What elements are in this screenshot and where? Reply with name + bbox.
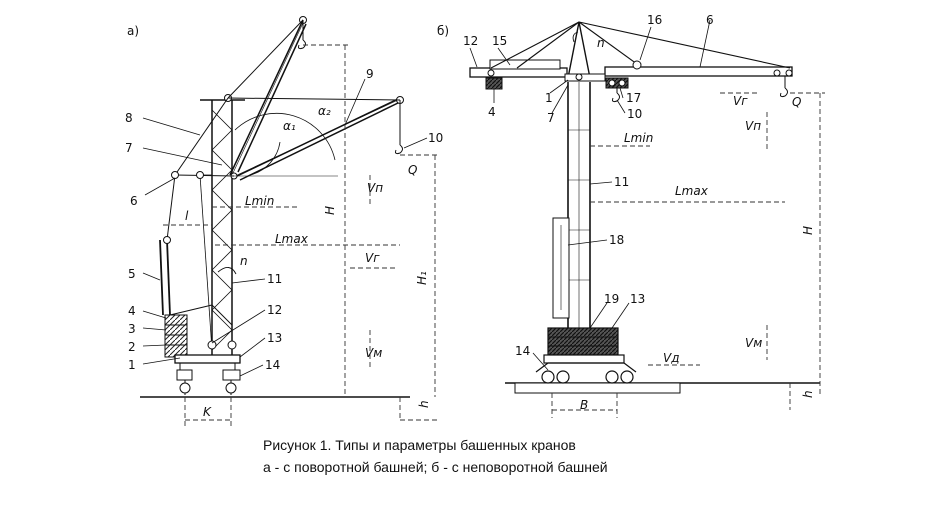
rotation-arrow-a xyxy=(217,267,237,275)
callout-a-14: 14 xyxy=(265,358,280,372)
dim-a-lmax: Lmax xyxy=(275,232,309,246)
dim-b-lmax: Lmax xyxy=(675,184,709,198)
angle-a-alpha1: α₁ xyxy=(283,119,296,133)
callout-a-10: 10 xyxy=(428,131,443,145)
dim-a-l: l xyxy=(185,209,189,223)
jib-b xyxy=(604,66,793,77)
angle-arc-a1 xyxy=(249,141,281,176)
hook-a-steep xyxy=(298,20,306,50)
counterweight-a xyxy=(164,314,188,358)
callout-a-13: 13 xyxy=(267,331,282,345)
undercarriage-b xyxy=(535,362,637,384)
callout-leaders-a xyxy=(142,78,428,377)
callout-b-17: 17 xyxy=(626,91,641,105)
hook-b-far xyxy=(780,76,788,98)
dim-a-H1: H₁ xyxy=(415,271,429,285)
callout-b-4: 4 xyxy=(488,105,496,119)
speed-b-Vm: Vм xyxy=(745,336,762,350)
callout-b-11: 11 xyxy=(614,175,629,189)
dim-a-h: h xyxy=(417,400,431,408)
rotation-a-n: n xyxy=(240,254,248,268)
angle-a-alpha2: α₂ xyxy=(318,104,331,118)
rotation-arrow-b xyxy=(572,31,579,43)
callout-b-6: 6 xyxy=(706,13,714,27)
load-a-Q: Q xyxy=(408,163,417,177)
boom-steep-a xyxy=(229,19,307,176)
load-b-Q: Q xyxy=(792,95,801,109)
pendants-b xyxy=(490,21,791,70)
dim-a-K: K xyxy=(203,405,212,419)
callout-leaders-b xyxy=(469,19,711,371)
crane-a-rotating-tower: а) xyxy=(125,16,443,428)
callout-a-12: 12 xyxy=(267,303,282,317)
callout-a-9: 9 xyxy=(366,67,374,81)
dim-a-H: H xyxy=(323,206,337,215)
callout-b-10: 10 xyxy=(627,107,642,121)
callout-a-8: 8 xyxy=(125,111,133,125)
dim-b-H: H xyxy=(801,226,815,235)
callout-a-6: 6 xyxy=(130,194,138,208)
boom-lowered-a xyxy=(232,97,401,181)
callout-b-14: 14 xyxy=(515,344,530,358)
hook-a-low xyxy=(395,100,403,155)
rail-base-b xyxy=(514,382,681,394)
callout-a-4: 4 xyxy=(128,304,136,318)
dim-a-lmin: Lmin xyxy=(245,194,274,208)
callout-a-5: 5 xyxy=(128,267,136,281)
slewing-ring-b xyxy=(564,73,606,82)
figure-caption-subtitle: а - с поворотной башней; б - с неповорот… xyxy=(263,459,608,475)
crane-b-fixed-tower: б) xyxy=(437,13,825,418)
boom-ropes-a xyxy=(166,19,401,351)
rope-pulley-a-6 xyxy=(171,171,179,179)
rotation-b-n: n xyxy=(597,36,605,50)
callout-b-19: 19 xyxy=(604,292,619,306)
callout-b-18: 18 xyxy=(609,233,624,247)
speed-a-Vn: Vп xyxy=(367,181,383,195)
hook-b-near xyxy=(612,88,620,103)
callout-a-11: 11 xyxy=(267,272,282,286)
counter-struts-a xyxy=(159,236,233,326)
callout-b-13: 13 xyxy=(630,292,645,306)
dimensions-a xyxy=(163,44,440,428)
base-ballast-b xyxy=(543,327,625,364)
callout-a-1: 1 xyxy=(128,358,136,372)
callout-b-12: 12 xyxy=(463,34,478,48)
tower-mast-b xyxy=(567,82,591,330)
panel-b-label: б) xyxy=(437,24,449,38)
rope-pulley-a-7 xyxy=(196,171,204,179)
speed-b-Vr: Vг xyxy=(733,94,748,108)
dim-b-B: B xyxy=(580,398,588,412)
callout-a-2: 2 xyxy=(128,340,136,354)
callout-b-16: 16 xyxy=(647,13,662,27)
callout-b-7: 7 xyxy=(547,111,555,125)
callout-b-15: 15 xyxy=(492,34,507,48)
panel-a-label: а) xyxy=(127,24,139,38)
callout-a-3: 3 xyxy=(128,322,136,336)
callout-a-7: 7 xyxy=(125,141,133,155)
tower-head-b xyxy=(567,21,591,79)
dimensions-b xyxy=(551,92,825,418)
speed-a-Vm: Vм xyxy=(365,346,382,360)
speed-b-Vd: Vд xyxy=(663,351,680,365)
tower-mast-a xyxy=(211,100,233,355)
speed-b-Vn: Vп xyxy=(745,119,761,133)
dim-b-lmin: Lmin xyxy=(624,131,653,145)
dim-b-h: h xyxy=(801,390,815,398)
counterweight-b-top xyxy=(485,77,503,90)
callout-b-1: 1 xyxy=(545,91,553,105)
angle-arc-a2 xyxy=(234,112,336,161)
speed-a-Vr: Vг xyxy=(365,251,380,265)
figure-caption-title: Рисунок 1. Типы и параметры башенных кра… xyxy=(263,437,576,453)
undercarriage-a xyxy=(176,369,241,395)
counter-jib-b xyxy=(469,59,568,90)
